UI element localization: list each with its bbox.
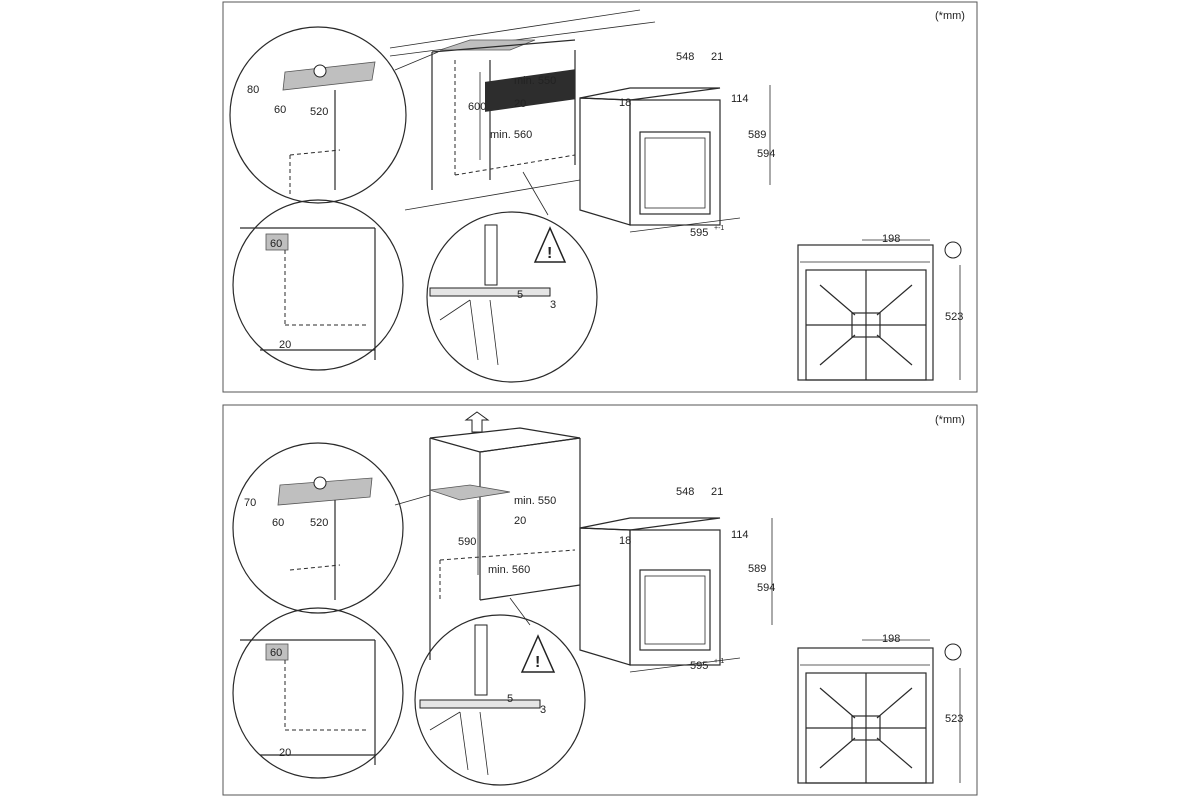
oven-width-label: 595 (690, 660, 708, 672)
cabinet-height-label: 590 (458, 536, 476, 548)
vent-gap (265, 643, 289, 661)
burner (851, 715, 881, 741)
callout-a-d2: 60 (272, 517, 284, 529)
side-width-label: 198 (882, 233, 900, 245)
oven-edge (474, 624, 488, 696)
vent-cutout (429, 484, 511, 501)
warning-icon (533, 226, 567, 263)
panel-frame (222, 1, 978, 393)
oven-panel-label: 114 (731, 93, 749, 105)
oven-height-2: 594 (757, 582, 775, 594)
countertop-line (389, 9, 641, 49)
panel-bottom: (*mm) 590 min. 550 20 min. 560 (222, 404, 978, 796)
oven-front-label: 21 (711, 51, 723, 63)
oven-depth-label: 548 (676, 486, 694, 498)
cabinet-gap-label: 20 (514, 515, 526, 527)
oven-height-2: 594 (757, 148, 775, 160)
cabinet-height-label: 600 (468, 101, 486, 113)
cabinet-gap-label: 20 (514, 98, 526, 110)
callout-b-d2: 20 (279, 747, 291, 759)
shelf (429, 287, 551, 297)
side-height-label: 523 (945, 713, 963, 725)
oven-top-label: 18 (619, 535, 631, 547)
panel-frame (222, 404, 978, 796)
unit-note: (*mm) (935, 414, 965, 426)
side-height-label: 523 (945, 311, 963, 323)
cabinet: 590 min. 550 20 min. 560 (429, 427, 581, 660)
callout-c: ! 5 3 (414, 597, 586, 786)
oven: 548 21 18 114 589 594 595 +-1 (579, 486, 775, 673)
oven-height-1: 589 (748, 129, 766, 141)
oven-depth-label: 548 (676, 51, 694, 63)
oven-top-label: 18 (619, 97, 631, 109)
side-view: 198 523 (797, 633, 963, 784)
callout-a-d1: 70 (244, 497, 256, 509)
warning-glyph: ! (535, 654, 540, 671)
oven-height-1: 589 (748, 563, 766, 575)
oven-window (639, 131, 711, 215)
callout-b-d1: 60 (270, 647, 282, 659)
callout-b: 60 20 (232, 199, 404, 371)
plug-icon (313, 64, 327, 78)
unit-note: (*mm) (935, 10, 965, 22)
plug-icon (944, 241, 962, 259)
plug-icon (313, 476, 327, 490)
warning-glyph: ! (547, 245, 552, 262)
oven-window (639, 569, 711, 651)
wood-grain (429, 711, 489, 776)
wood-grain (439, 299, 499, 366)
callout-c-d1: 5 (517, 289, 523, 301)
floor-line (404, 179, 581, 211)
vent-cutout (282, 61, 376, 91)
grate-spokes (819, 687, 913, 769)
callout-b: 60 20 (232, 607, 404, 779)
callout-a: 80 60 520 (229, 26, 439, 204)
shelf (419, 699, 541, 709)
callout-a-d2: 60 (274, 104, 286, 116)
panel-top: (*mm) 600 min. 550 20 min. 560 (222, 1, 978, 393)
hob-cutout (439, 39, 536, 51)
oven-front-label: 21 (711, 486, 723, 498)
cabinet-min-width-label: min. 560 (488, 564, 530, 576)
callout-a: 70 60 520 (232, 442, 431, 614)
arrow-up-icon (464, 411, 490, 433)
cabinet-min-depth-label: min. 550 (514, 75, 556, 87)
plinth (485, 69, 575, 112)
vent-cutout (277, 477, 373, 506)
warning-icon (520, 634, 556, 673)
oven-width-label: 595 (690, 227, 708, 239)
callout-a-d3: 520 (310, 106, 328, 118)
callout-c-d2: 3 (550, 299, 556, 311)
oven-edge (484, 224, 498, 286)
callout-b-d1: 60 (270, 238, 282, 250)
cabinet-min-width-label: min. 560 (490, 129, 532, 141)
side-width-label: 198 (882, 633, 900, 645)
side-view: 198 523 (797, 233, 963, 381)
cabinet-min-depth-label: min. 550 (514, 495, 556, 507)
callout-a-d3: 520 (310, 517, 328, 529)
callout-c-d2: 3 (540, 704, 546, 716)
vent-gap (265, 233, 289, 251)
grate-spokes (819, 284, 913, 366)
callout-c-d1: 5 (507, 693, 513, 705)
oven-panel-label: 114 (731, 529, 749, 541)
burner (851, 312, 881, 338)
callout-a-d1: 80 (247, 84, 259, 96)
oven-width-tol: +-1 (714, 658, 724, 665)
callout-b-d2: 20 (279, 339, 291, 351)
callout-c: ! 5 3 (426, 171, 598, 383)
cabinet: 600 min. 550 20 min. 560 (431, 39, 576, 190)
oven-width-tol: +-1 (714, 225, 724, 232)
countertop-line (389, 21, 656, 57)
oven: 548 21 18 114 589 594 595 +-1 (579, 51, 775, 239)
plug-icon (944, 643, 962, 661)
